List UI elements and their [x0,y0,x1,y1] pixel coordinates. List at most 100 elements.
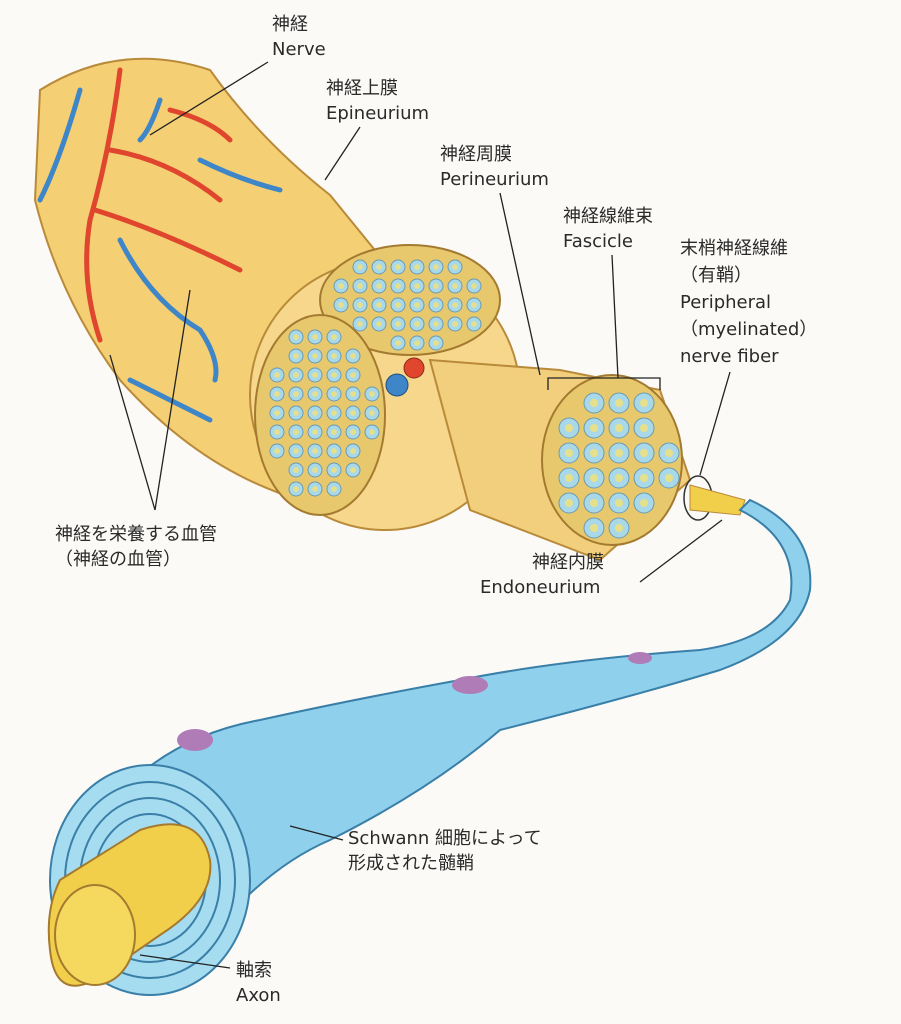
fiber-axon [376,302,382,308]
fiber-axon [395,283,401,289]
fiber-axon [395,302,401,308]
fiber-axon [615,449,623,457]
fiber-axon [312,334,318,340]
fiber-axon [452,302,458,308]
fiber-axon [331,372,337,378]
vein [37,87,283,423]
fiber-axon [331,391,337,397]
fiber-axon [471,321,477,327]
fiber-axon [350,372,356,378]
label-ja: 軸索 [236,960,272,981]
label-en: Fascicle [563,231,633,252]
label-ja: 神経線維束 [563,206,653,227]
label-en: Nerve [272,39,326,60]
fiber-axon [433,283,439,289]
fiber-axon [433,321,439,327]
fiber-axon [565,499,573,507]
label-nerve: 神経 Nerve [272,12,326,62]
fiber-axon [357,264,363,270]
axon-end [54,884,136,986]
fiber-axon [274,391,280,397]
label-ja: （有鞘） [680,265,752,286]
leader-lines [109,61,731,969]
fiber-axon [565,474,573,482]
fiber-axon [293,391,299,397]
label-myelin: Schwann 細胞によって 形成された髄鞘 [348,826,542,876]
label-vessels: 神経を栄養する血管 （神経の血管） [55,522,217,572]
fiber-axon [565,449,573,457]
fiber-axon [414,302,420,308]
section-artery [403,357,425,379]
fiber-axon [350,391,356,397]
fiber-axon [590,499,598,507]
fiber-axon [331,448,337,454]
fiber-axon [312,448,318,454]
fiber-axon [395,340,401,346]
single-fiber [689,484,746,516]
fiber-axon [312,467,318,473]
fiber-axon [350,353,356,359]
fiber-axon [293,372,299,378]
fiber-axon [312,429,318,435]
label-en: Epineurium [326,103,430,124]
fiber-axon [331,486,337,492]
label-ja: 神経周膜 [440,144,512,165]
fiber-axon [640,499,648,507]
label-epineurium: 神経上膜 Epineurium [326,76,429,126]
fiber-axon [350,429,356,435]
fiber-axon [357,283,363,289]
artery [84,67,243,343]
fiber-axon [433,264,439,270]
label-ja: 神経上膜 [326,78,398,99]
fiber-axon [338,302,344,308]
fibers-fascicle [558,392,680,539]
schwann-nucleus [628,652,652,664]
fiber-axon [350,448,356,454]
fiber-axon [395,321,401,327]
fiber-axon [293,410,299,416]
fiber-axon [590,474,598,482]
fiber-axon [665,449,673,457]
fiber-axon [433,340,439,346]
label-ja: 末梢神経線維 [680,238,788,259]
fiber-axon [293,429,299,435]
label-ja: 神経を栄養する血管 [55,524,217,545]
fiber-axon [331,410,337,416]
fiber-axon [433,302,439,308]
fiber-axon [376,283,382,289]
fiber-axon [395,264,401,270]
fiber-axon [331,353,337,359]
fiber-axon [350,467,356,473]
fibers-section-2 [269,329,380,497]
fiber-axon [615,424,623,432]
fiber-axon [312,391,318,397]
fiber-axon [414,321,420,327]
fiber-axon [369,391,375,397]
fiber-axon [665,474,673,482]
fiber-axon [414,283,420,289]
fiber-axon [615,499,623,507]
fiber-axon [414,340,420,346]
fibers-section-1 [333,259,482,351]
fiber-axon [452,264,458,270]
fiber-axon [331,429,337,435]
label-endoneurium: 神経内膜 Endoneurium [480,550,604,600]
fiber-axon [471,283,477,289]
label-en: （myelinated） [680,319,818,340]
fiber-axon [590,524,598,532]
fiber-axon [640,424,648,432]
fiber-axon [640,474,648,482]
label-en: Perineurium [440,169,549,190]
fiber-axon [414,264,420,270]
fiber-axon [452,321,458,327]
fiber-axon [590,399,598,407]
fiber-axon [640,399,648,407]
fiber-axon [274,410,280,416]
fiber-axon [293,448,299,454]
fiber-axon [331,467,337,473]
fiber-axon [274,372,280,378]
label-en: Axon [236,985,281,1006]
fiber-axon [615,474,623,482]
fiber-axon [312,486,318,492]
